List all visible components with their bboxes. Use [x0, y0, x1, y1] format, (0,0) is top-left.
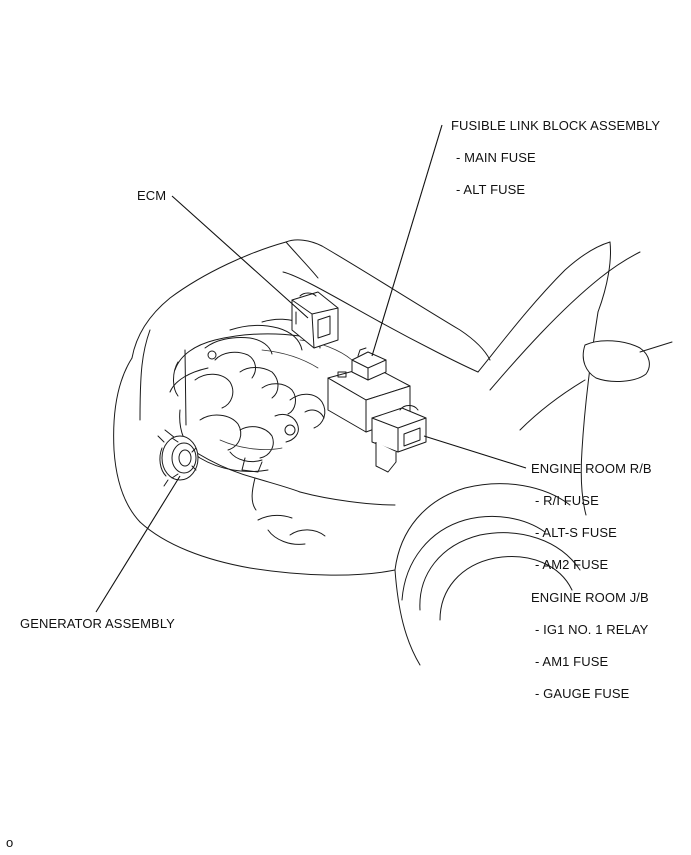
fusible-link-item-main-fuse: - MAIN FUSE: [456, 150, 536, 165]
corner-mark: o: [6, 835, 14, 850]
leader-lines: [95, 124, 527, 613]
fusible-link-block-title: FUSIBLE LINK BLOCK ASSEMBLY: [451, 118, 661, 133]
generator-unit: [157, 435, 199, 487]
leader-engine-room-rb: [423, 435, 527, 469]
fusible-link-item-alt-fuse: - ALT FUSE: [456, 182, 526, 197]
engine-room-jb-item-ig1-relay: - IG1 NO. 1 RELAY: [535, 622, 649, 637]
leader-fusible-link: [371, 124, 443, 357]
engine-room-jb-item-gauge-fuse: - GAUGE FUSE: [535, 686, 630, 701]
engine-room-jb-item-am1-fuse: - AM1 FUSE: [535, 654, 609, 669]
generator-label: GENERATOR ASSEMBLY: [20, 616, 175, 631]
ecm-label: ECM: [137, 188, 167, 203]
leader-generator: [95, 475, 181, 613]
ecm-unit: [291, 291, 339, 349]
engine-room-relay-block: [371, 405, 427, 473]
engine-room-rb-title: ENGINE ROOM R/B: [531, 461, 652, 476]
vehicle-body: [113, 239, 673, 666]
engine-room-rb-item-am2-fuse: - AM2 FUSE: [535, 557, 609, 572]
engine-room-jb-title: ENGINE ROOM J/B: [531, 590, 649, 605]
engine-block: [169, 318, 353, 545]
engine-room-rb-item-alt-s-fuse: - ALT-S FUSE: [535, 525, 617, 540]
engine-room-rb-item-ri-fuse: - R/I FUSE: [535, 493, 599, 508]
leader-ecm: [171, 195, 309, 319]
fusible-link-block: [351, 347, 387, 381]
